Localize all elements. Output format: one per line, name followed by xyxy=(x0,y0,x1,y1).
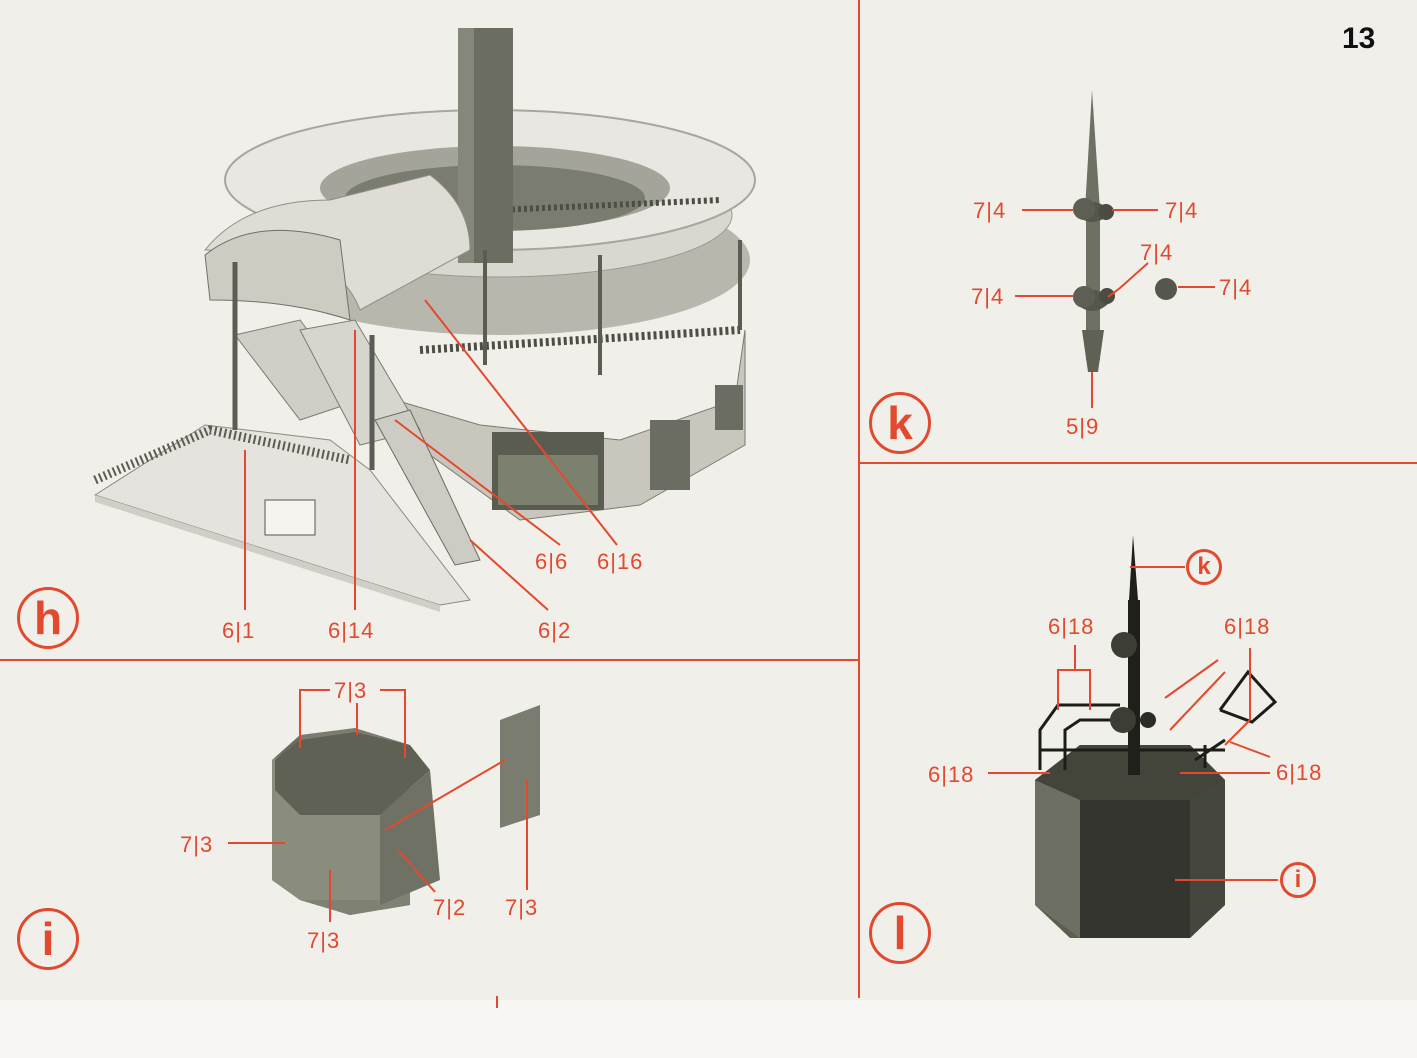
label-h-6-14: 6|14 xyxy=(328,618,375,643)
label-k-7-4-mid-upper: 7|4 xyxy=(1140,240,1174,265)
hex-base-illustration xyxy=(272,705,540,915)
label-l-6-18-mid-left: 6|18 xyxy=(928,762,975,787)
label-l-6-18-top-right: 6|18 xyxy=(1224,614,1271,639)
label-l-6-18-top-left: 6|18 xyxy=(1048,614,1095,639)
label-i-7-3-top: 7|3 xyxy=(334,678,368,703)
label-i-7-3-bottom: 7|3 xyxy=(307,928,341,953)
label-i-7-3-left: 7|3 xyxy=(180,832,214,857)
panel-h-badge: h xyxy=(17,587,79,649)
panel-k-leaders xyxy=(1015,209,1215,408)
label-h-6-16: 6|16 xyxy=(597,549,644,574)
divider-right-horizontal xyxy=(858,462,1417,464)
divider-vertical xyxy=(858,0,860,998)
label-k-7-4-mid-left: 7|4 xyxy=(971,284,1005,309)
ref-i-badge: i xyxy=(1280,862,1316,898)
page-bottom-margin xyxy=(0,1000,1417,1058)
panel-i-leaders xyxy=(228,689,528,922)
label-h-6-1: 6|1 xyxy=(222,618,256,643)
panel-i-badge: i xyxy=(17,908,79,970)
label-h-6-6: 6|6 xyxy=(535,549,569,574)
label-l-6-18-mid-right: 6|18 xyxy=(1276,760,1323,785)
label-k-7-4-top-right: 7|4 xyxy=(1165,198,1199,223)
page-number: 13 xyxy=(1342,22,1376,55)
panel-l-badge: l xyxy=(869,902,931,964)
panel-k-badge: k xyxy=(869,392,931,454)
label-k-5-9: 5|9 xyxy=(1066,414,1100,439)
ref-k-badge: k xyxy=(1186,549,1222,585)
panel-l-leaders xyxy=(988,566,1278,881)
divider-left-horizontal xyxy=(0,659,858,661)
divider-tick xyxy=(496,996,498,1008)
panel-h-leaders xyxy=(244,299,618,611)
label-k-7-4-ball: 7|4 xyxy=(1219,275,1253,300)
label-i-7-2: 7|2 xyxy=(433,895,467,920)
spire-illustration xyxy=(1073,90,1177,372)
illustrations xyxy=(93,28,1278,938)
bandstand-illustration xyxy=(93,28,756,612)
label-k-7-4-top-left: 7|4 xyxy=(973,198,1007,223)
tower-illustration xyxy=(1035,535,1278,938)
label-h-6-2: 6|2 xyxy=(538,618,572,643)
label-i-7-3-right: 7|3 xyxy=(505,895,539,920)
